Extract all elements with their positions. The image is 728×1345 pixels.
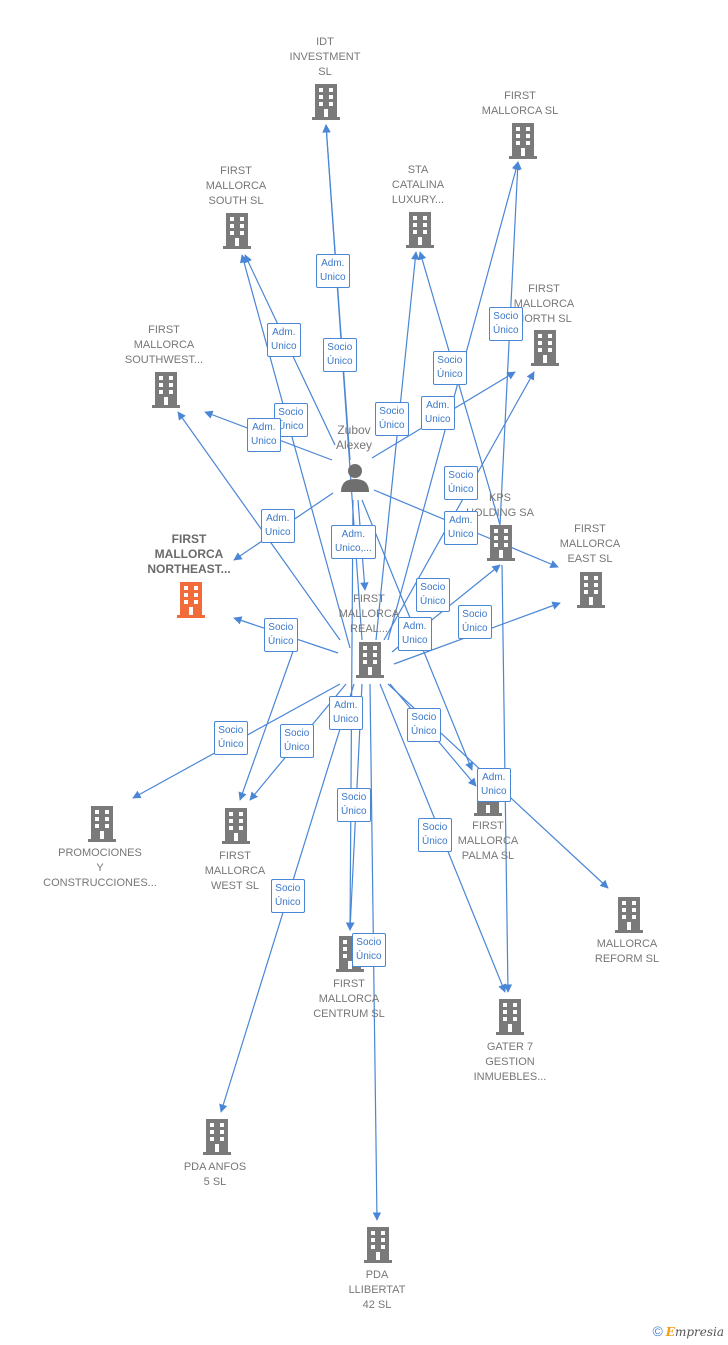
relation-badge: Adm.Unico [477, 768, 511, 802]
building-icon [531, 330, 559, 366]
building-icon [152, 372, 180, 408]
edge [499, 161, 522, 526]
edge [238, 642, 297, 801]
person-icon [341, 464, 369, 492]
relation-badge: Adm.Unico [421, 396, 455, 430]
building-icon [203, 1119, 231, 1155]
copyright-icon: © [652, 1323, 663, 1339]
relation-badge: Adm.Unico [316, 254, 350, 288]
brand-footer[interactable]: ©Empresia [652, 1323, 724, 1339]
building-icon [496, 999, 524, 1035]
building-icon [487, 525, 515, 561]
edge [239, 254, 351, 649]
building-icon [222, 808, 250, 844]
relation-badge: Adm.Unico [267, 323, 301, 357]
relation-badge: Adm.Unico [444, 511, 478, 545]
building-icon [312, 84, 340, 120]
brand-initial: E [665, 1325, 675, 1339]
building-icon [577, 572, 605, 608]
building-icon [406, 212, 434, 248]
relation-badge: Adm.Unico,... [331, 525, 376, 559]
edge [418, 251, 501, 526]
edge [383, 371, 535, 641]
relation-badge: Adm.Unico [329, 696, 363, 730]
relation-badge: Adm.Unico [261, 509, 295, 543]
relation-badge: Adm.Unico [398, 617, 432, 651]
building-icon [356, 642, 384, 678]
building-icon [88, 806, 116, 842]
company-icons [88, 84, 643, 1263]
relation-badge: Adm.Unico [247, 418, 281, 452]
building-icon [509, 123, 537, 159]
building-icon [364, 1227, 392, 1263]
edge [322, 124, 363, 641]
building-icon [223, 213, 251, 249]
building-icon [615, 897, 643, 933]
brand-name: mpresia [674, 1325, 724, 1339]
edge [177, 411, 341, 641]
edge [375, 251, 420, 641]
building-icon-focus [177, 582, 205, 618]
